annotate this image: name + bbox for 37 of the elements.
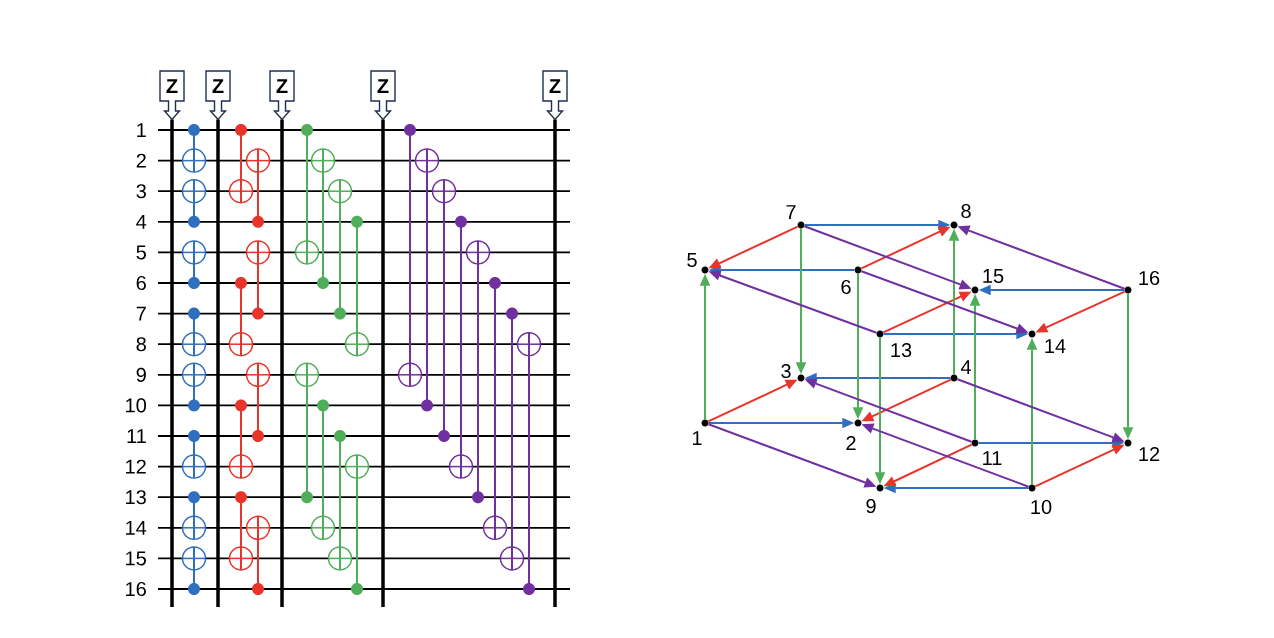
row-number: 14	[126, 520, 147, 535]
row-number: 5	[136, 245, 146, 260]
vertex-label: 7	[786, 205, 796, 219]
vertex-label: 13	[891, 342, 912, 358]
vertex-label: 15	[983, 269, 1004, 283]
vertex-label: 10	[1031, 499, 1052, 515]
row-number: 13	[126, 490, 146, 505]
row-number: 10	[126, 398, 146, 413]
measurement-box: Z	[269, 70, 295, 121]
row-number: 2	[136, 153, 146, 168]
vertex-label: 14	[1045, 339, 1066, 353]
vertex-label: 2	[846, 436, 856, 450]
vertex-label: 6	[841, 279, 851, 295]
row-number: 3	[136, 184, 146, 199]
row-number: 9	[136, 367, 146, 382]
vertex-label: 9	[866, 498, 876, 514]
measurement-box: Z	[205, 70, 231, 121]
row-number: 15	[126, 551, 146, 566]
row-number: 7	[136, 306, 146, 321]
row-number: 1	[137, 123, 146, 137]
vertex-label: 4	[960, 360, 971, 374]
row-number: 11	[127, 429, 146, 443]
vertex-label: 11	[983, 451, 1002, 465]
row-number: 6	[136, 275, 146, 291]
measurement-box: Z	[542, 70, 568, 121]
vertex-label: 8	[961, 203, 971, 219]
vertex-label: 3	[781, 363, 791, 379]
vertex-label: 5	[687, 253, 697, 267]
row-number: 4	[136, 214, 147, 229]
row-number: 16	[126, 581, 146, 597]
vertex-label: 16	[1139, 270, 1160, 286]
vertex-label: 1	[692, 431, 702, 445]
row-number: 8	[136, 337, 146, 352]
measurement-box: Z	[159, 70, 185, 121]
row-number: 12	[126, 459, 146, 474]
measurement-box: Z	[370, 70, 396, 121]
vertex-label: 12	[1139, 447, 1160, 461]
